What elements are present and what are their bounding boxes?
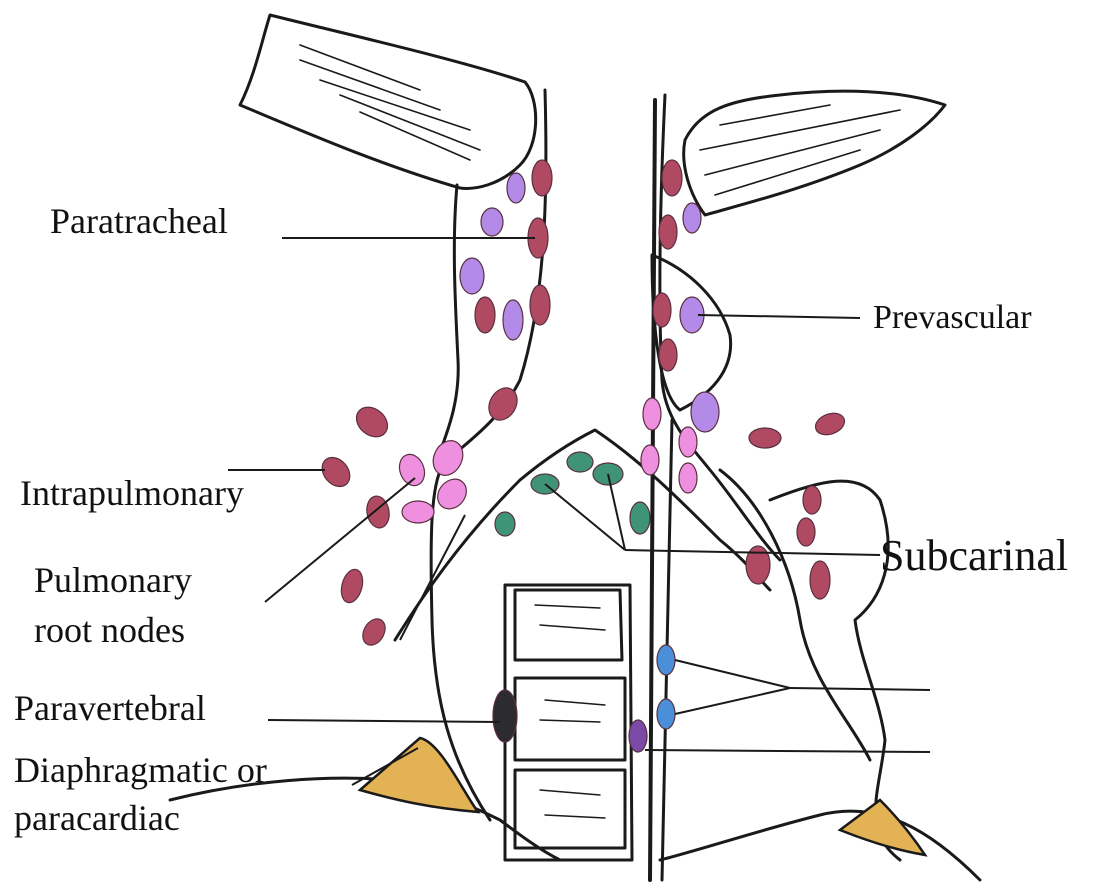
node-red <box>659 339 677 371</box>
node-pink <box>643 398 661 430</box>
node-red <box>810 561 830 599</box>
node-pink <box>395 451 428 489</box>
label-diaphragmatic-line2: paracardiac <box>14 800 180 838</box>
node-purple <box>460 258 484 294</box>
node-red <box>530 285 550 325</box>
lymph-nodes <box>317 160 848 752</box>
left-paratracheal-wall <box>440 185 458 452</box>
label-diaphragmatic-line1: Diaphragmatic or <box>14 752 267 790</box>
label-pulmonary-root-line2: root nodes <box>34 612 185 650</box>
node-black <box>493 690 517 742</box>
anatomy-outlines <box>170 15 980 880</box>
node-green <box>567 452 593 472</box>
node-blue <box>657 699 675 729</box>
label-paratracheal: Paratracheal <box>50 203 228 241</box>
leader-blue-1 <box>675 660 790 688</box>
node-purple <box>683 203 701 233</box>
leader-pulmonary-root <box>265 478 415 602</box>
node-green <box>495 512 515 536</box>
node-red <box>475 297 495 333</box>
leader-paravertebral <box>268 720 500 722</box>
node-red <box>749 428 781 448</box>
vertebra-hatching <box>535 605 605 818</box>
node-purple <box>481 208 503 236</box>
diaphragm-right <box>660 811 980 880</box>
node-red <box>317 452 356 492</box>
node-red <box>351 401 394 443</box>
node-purple <box>503 300 523 340</box>
right-clavicle <box>684 91 945 215</box>
node-blue <box>657 645 675 675</box>
node-dark-purple <box>629 720 647 752</box>
node-pink <box>641 445 659 475</box>
node-red <box>662 160 682 196</box>
node-red <box>797 518 815 546</box>
right-clavicle-hatching <box>700 105 900 195</box>
leader-blue-2 <box>675 688 790 714</box>
vertebra-lower <box>515 770 625 848</box>
node-red <box>532 160 552 196</box>
node-red <box>653 293 671 327</box>
node-red <box>358 615 389 649</box>
node-green <box>630 502 650 534</box>
node-red <box>659 215 677 249</box>
node-red <box>483 383 523 425</box>
label-prevascular: Prevascular <box>873 300 1032 336</box>
leader-dark-purple <box>645 750 930 752</box>
label-intrapulmonary: Intrapulmonary <box>20 475 244 513</box>
esophagus-line-1 <box>650 100 655 880</box>
left-paracardiac-fat <box>360 738 478 812</box>
label-pulmonary-root-line1: Pulmonary <box>34 562 192 600</box>
node-pink <box>679 463 697 493</box>
vertebra-middle <box>515 678 625 760</box>
vertebral-column <box>505 585 632 860</box>
leader-blue-3 <box>790 688 930 690</box>
node-pink <box>402 501 434 523</box>
label-subcarinal: Subcarinal <box>880 533 1068 579</box>
left-clavicle <box>240 15 536 188</box>
node-pink <box>428 436 469 480</box>
node-pink <box>679 427 697 457</box>
vertebra-upper <box>515 590 622 660</box>
fat-pads <box>360 738 925 855</box>
node-purple <box>507 173 525 203</box>
node-red <box>338 567 366 605</box>
node-red <box>812 409 847 438</box>
node-purple <box>691 392 719 432</box>
label-paravertebral: Paravertebral <box>14 690 206 728</box>
node-red <box>803 486 821 514</box>
